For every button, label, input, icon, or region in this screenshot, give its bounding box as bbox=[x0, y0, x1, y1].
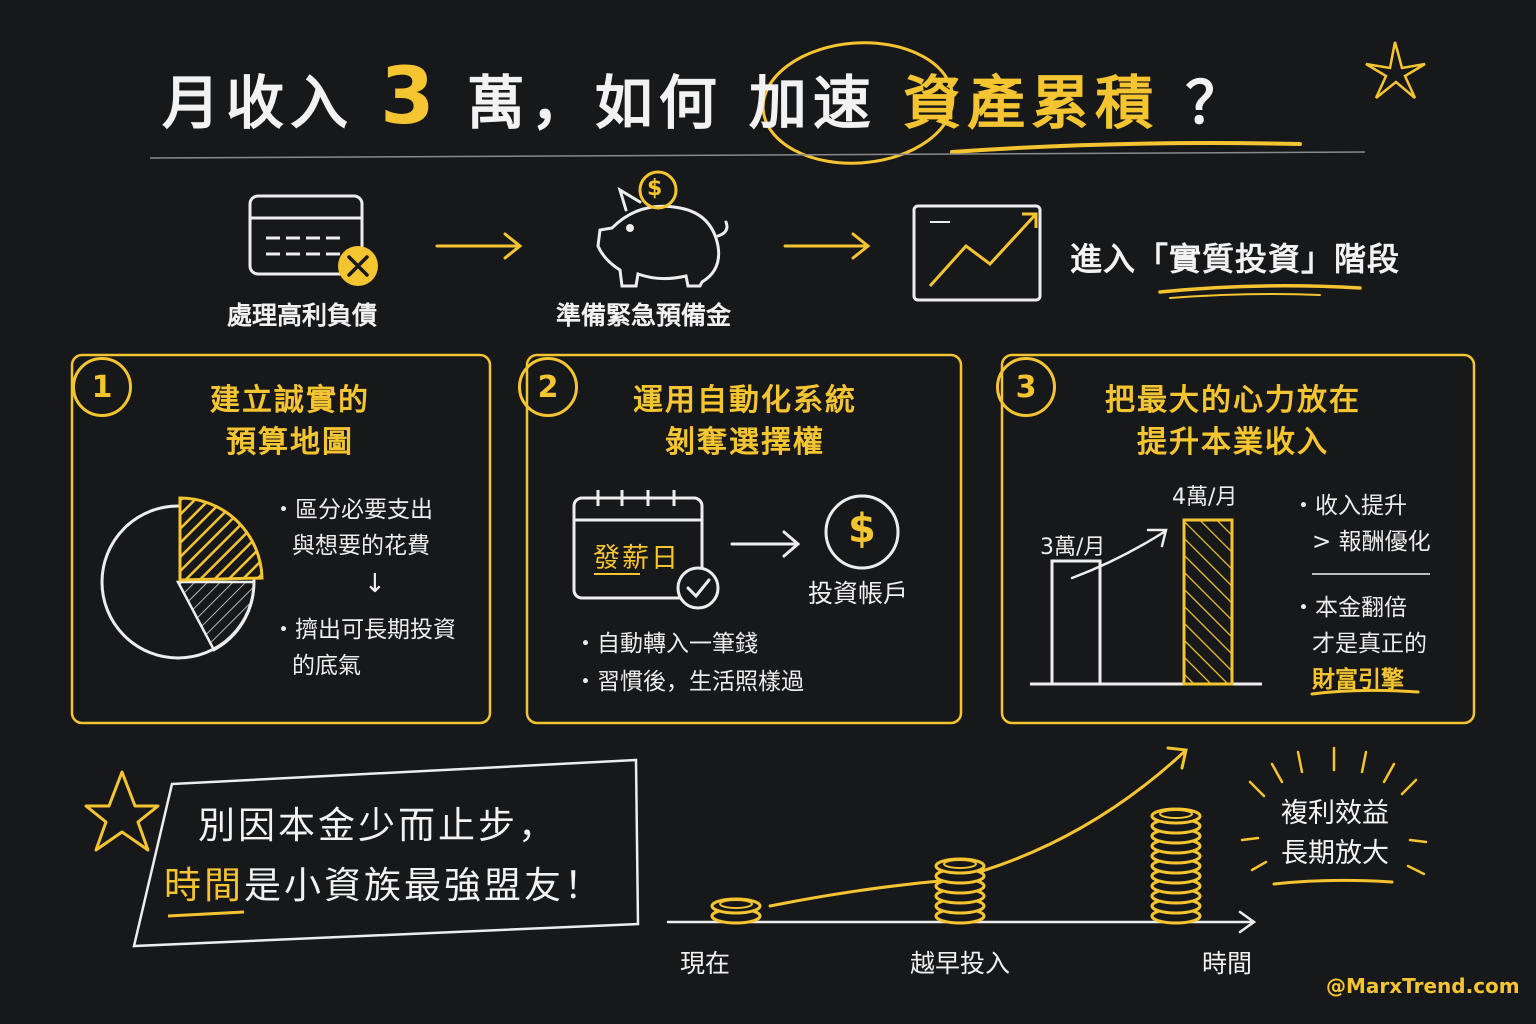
dollar-circle-icon bbox=[824, 494, 900, 570]
arrow-right-icon bbox=[730, 530, 801, 558]
investment-account-label: 投資帳戶 bbox=[808, 579, 909, 608]
card-1-bullet-2: ・擠出可長期投資 bbox=[272, 617, 456, 643]
card-3-frame bbox=[1000, 353, 1476, 725]
card-1-title-line1: 建立誠實的 bbox=[210, 383, 370, 418]
coin-stack-3 bbox=[1150, 807, 1202, 925]
income-bar-chart bbox=[1030, 518, 1262, 686]
burst-lines bbox=[1240, 746, 1428, 876]
close-icon bbox=[338, 246, 378, 286]
title-circled: 加速 bbox=[748, 69, 877, 137]
card-2-title-line2: 剝奪選擇權 bbox=[665, 425, 825, 460]
step-emergency-fund-label: 準備緊急預備金 bbox=[556, 301, 732, 330]
card-3-bullet-1: ・收入提升 bbox=[1292, 493, 1407, 519]
title-part1: 月收入 bbox=[162, 69, 355, 137]
dollar-coin-icon bbox=[638, 170, 678, 210]
step-debt-label: 處理高利負債 bbox=[227, 301, 378, 330]
card-3-title-line1: 把最大的心力放在 bbox=[1105, 383, 1361, 418]
wealth-underline bbox=[1310, 688, 1420, 696]
card-1-title: 建立誠實的 預算地圖 bbox=[150, 380, 430, 464]
piggy-coin-dollar-icon: $ bbox=[647, 176, 663, 201]
bar-label-2: 4萬/月 bbox=[1172, 485, 1238, 510]
investment-chart-icon bbox=[912, 204, 1042, 302]
star-icon bbox=[84, 770, 160, 852]
burst-underline bbox=[1272, 878, 1394, 886]
income-bar-2 bbox=[1182, 518, 1234, 686]
title-underline bbox=[950, 141, 1302, 154]
title-underlined: 資產累積 bbox=[903, 69, 1160, 137]
title-question: ？ bbox=[1185, 69, 1250, 137]
card-2-bullet-1: ・自動轉入一筆錢 bbox=[574, 631, 758, 657]
income-bar-1 bbox=[1050, 559, 1102, 686]
coin-stack-1 bbox=[710, 897, 762, 925]
title-divider bbox=[149, 151, 1366, 159]
card-2-title: 運用自動化系統 剝奪選擇權 bbox=[600, 380, 890, 464]
card-2-frame bbox=[525, 353, 963, 725]
stage-underline bbox=[1158, 284, 1362, 294]
note-highlight-time: 時間 bbox=[164, 864, 244, 907]
axis-label-now: 現在 bbox=[680, 949, 731, 978]
card-3-bullet-2-cont: 才是真正的 bbox=[1312, 631, 1427, 657]
credit-card-icon bbox=[248, 194, 364, 276]
axis-label-early: 越早投入 bbox=[910, 949, 1011, 978]
piggy-bank-icon bbox=[596, 186, 729, 288]
note-line-2-rest: 是小資族最強盟友！ bbox=[244, 864, 604, 907]
burst-line-1: 複利效益 bbox=[1281, 798, 1389, 829]
card-1-number: 1 bbox=[72, 357, 132, 417]
brand-watermark: @MarxTrend.com bbox=[1326, 974, 1520, 998]
card-3-number: 3 bbox=[996, 357, 1056, 417]
time-underline bbox=[167, 910, 245, 918]
card-3-title: 把最大的心力放在 提升本業收入 bbox=[1080, 380, 1386, 464]
note-line-2: 時間是小資族最強盟友！ bbox=[164, 856, 604, 916]
card-3-bullet-2: ・本金翻倍 bbox=[1292, 595, 1407, 621]
note-line-1: 別因本金少而止步， bbox=[198, 804, 558, 847]
bar-label-1: 3萬/月 bbox=[1040, 535, 1106, 560]
check-circle-icon bbox=[676, 566, 720, 610]
growth-arrow bbox=[1070, 528, 1168, 580]
stage-label: 進入「實質投資」階段 bbox=[1070, 240, 1401, 278]
card-2-bullet-2: ・習慣後，生活照樣過 bbox=[574, 669, 804, 695]
title-part2: 萬，如何 bbox=[466, 69, 723, 137]
card-2-title-line1: 運用自動化系統 bbox=[633, 383, 857, 418]
title-highlight-number: 3 bbox=[380, 52, 441, 142]
card-1-title-line2: 預算地圖 bbox=[226, 425, 354, 460]
page-title: 月收入 3 萬，如何 加速 資產累積 ？ bbox=[162, 52, 1249, 142]
axis-label-time: 時間 bbox=[1202, 949, 1253, 978]
card-1-frame bbox=[70, 353, 492, 725]
coin-stacks bbox=[710, 807, 1202, 925]
title-circle-decoration bbox=[761, 41, 955, 165]
wealth-engine-label: 財富引擎 bbox=[1312, 667, 1404, 693]
coin-stack-2 bbox=[934, 857, 986, 925]
arrow-down-icon: ↓ bbox=[364, 569, 386, 599]
card-1-bullet-2-cont: 的底氣 bbox=[292, 653, 361, 679]
card-2-number: 2 bbox=[518, 357, 578, 417]
burst-line-2: 長期放大 bbox=[1281, 838, 1389, 869]
note-box-frame bbox=[132, 758, 640, 948]
card-1-bullet-1: ・區分必要支出 bbox=[272, 497, 433, 523]
card-3-bullet-1-cont: > 報酬優化 bbox=[1312, 529, 1431, 555]
compound-burst-text: 複利效益 長期放大 bbox=[1276, 794, 1394, 874]
arrow-right-icon bbox=[435, 232, 523, 260]
card-3-title-line2: 提升本業收入 bbox=[1137, 425, 1329, 460]
calendar-icon bbox=[572, 490, 704, 600]
sparkle-icon bbox=[1365, 41, 1426, 99]
payday-label: 發薪日 bbox=[593, 543, 680, 574]
dollar-sign-icon: $ bbox=[848, 506, 876, 552]
budget-pie-chart bbox=[100, 496, 264, 660]
card-1-bullet-1-cont: 與想要的花費 bbox=[292, 533, 430, 559]
arrow-right-icon bbox=[783, 232, 871, 260]
